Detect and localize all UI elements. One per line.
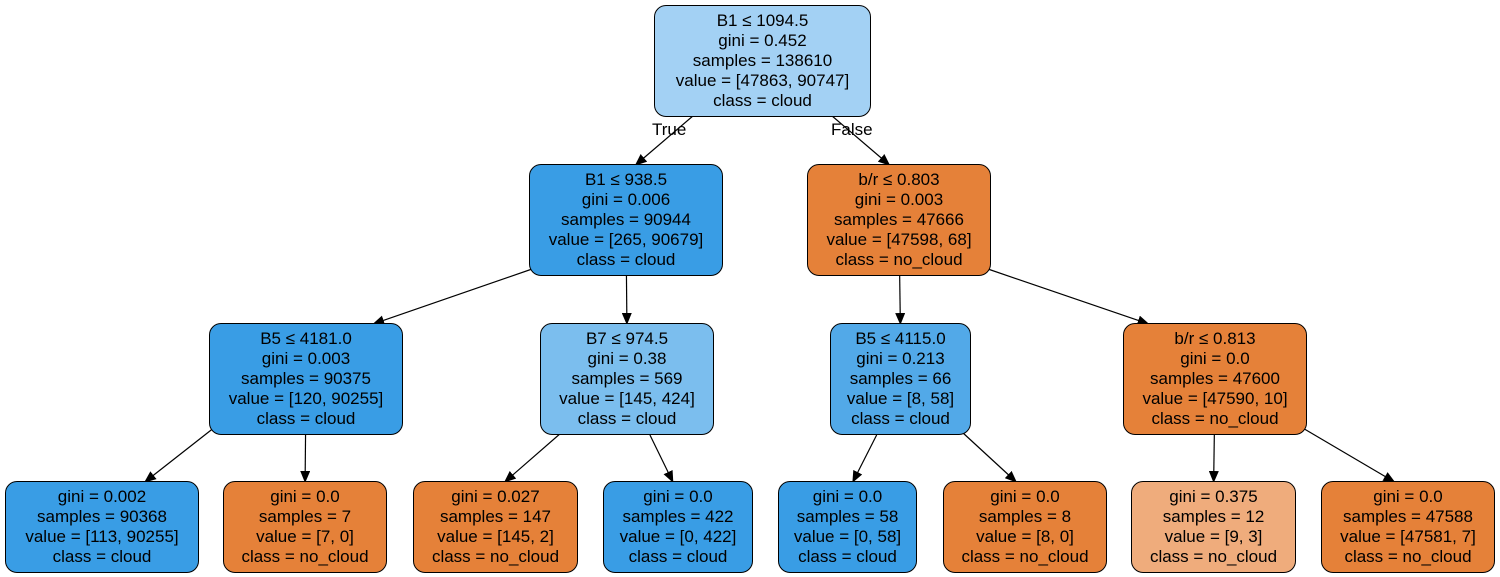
edge-n5-n11 <box>852 434 878 483</box>
node-split-text: B1 ≤ 1094.5 <box>716 11 809 30</box>
edge-n6-n14 <box>1300 426 1396 483</box>
node-samples-text: samples = 569 <box>571 369 683 388</box>
node-value-text: value = [9, 3] <box>1164 527 1263 546</box>
node-value-text: value = [265, 90679] <box>548 230 704 249</box>
node-gini-text: gini = 0.006 <box>581 190 671 209</box>
node-split-text: b/r ≤ 0.803 <box>858 170 940 189</box>
node-samples-text: samples = 90944 <box>561 210 691 229</box>
node-samples-text: samples = 7 <box>258 507 352 526</box>
node-gini-text: gini = 0.452 <box>718 31 807 50</box>
node-samples-text: samples = 47600 <box>1150 369 1280 388</box>
node-gini-text: gini = 0.0 <box>1373 487 1443 506</box>
node-class-text: class = cloud <box>256 409 356 428</box>
node-gini-text: gini = 0.027 <box>451 487 540 506</box>
node-samples-text: samples = 147 <box>439 507 552 526</box>
edge-n0-n1 <box>634 108 702 166</box>
node-class-text: class = cloud <box>851 409 950 428</box>
node-value-text: value = [47598, 68] <box>826 230 972 249</box>
node-samples-text: samples = 12 <box>1162 507 1265 526</box>
node-gini-text: gini = 0.0 <box>1180 349 1250 368</box>
node-split-text: B5 ≤ 4115.0 <box>855 329 946 348</box>
node-class-text: class = cloud <box>576 250 676 269</box>
edge-n1-n3 <box>372 267 536 326</box>
node-value-text: value = [8, 0] <box>976 527 1074 546</box>
node-gini-text: gini = 0.0 <box>270 487 340 506</box>
node-gini-text: gini = 0.213 <box>856 349 945 368</box>
node-value-text: value = [0, 58] <box>793 527 902 546</box>
node-split-text: b/r ≤ 0.813 <box>1174 329 1256 348</box>
node-value-text: value = [47590, 10] <box>1142 389 1288 408</box>
node-class-text: class = no_cloud <box>1149 547 1278 566</box>
node-samples-text: samples = 90368 <box>37 507 167 526</box>
node-class-text: class = no_cloud <box>241 547 369 566</box>
node-split-text: B7 ≤ 974.5 <box>585 329 669 348</box>
node-class-text: class = cloud <box>628 547 728 566</box>
node-split-text: B5 ≤ 4181.0 <box>260 329 352 348</box>
edge-n0-n2 <box>823 108 891 166</box>
node-class-text: class = cloud <box>713 91 812 110</box>
node-class-text: class = no_cloud <box>961 547 1089 566</box>
node-class-text: class = cloud <box>577 409 677 428</box>
edge-n3-n7 <box>144 426 216 483</box>
node-gini-text: gini = 0.0 <box>812 487 883 506</box>
node-class-text: class = cloud <box>798 547 897 566</box>
node-gini-text: gini = 0.003 <box>261 349 351 368</box>
edge-n2-n5 <box>895 275 906 325</box>
node-gini-text: gini = 0.375 <box>1169 487 1258 506</box>
node-value-text: value = [47581, 7] <box>1340 527 1476 546</box>
node-class-text: class = cloud <box>52 547 152 566</box>
edge-n6-n13 <box>1208 434 1219 483</box>
node-class-text: class = no_cloud <box>835 250 963 269</box>
node-gini-text: gini = 0.0 <box>990 487 1060 506</box>
node-value-text: value = [145, 424] <box>559 389 695 408</box>
edge-n4-n10 <box>649 434 674 483</box>
node-class-text: class = no_cloud <box>1344 547 1472 566</box>
edge-n5-n12 <box>956 426 1018 483</box>
edge-label-true: True <box>652 120 687 139</box>
node-samples-text: samples = 138610 <box>692 51 833 70</box>
node-samples-text: samples = 90375 <box>241 369 371 388</box>
node-gini-text: gini = 0.002 <box>57 487 147 506</box>
node-samples-text: samples = 422 <box>622 507 734 526</box>
edge-label-false: False <box>831 120 873 139</box>
node-split-text: B1 ≤ 938.5 <box>584 170 668 189</box>
node-value-text: value = [0, 422] <box>619 527 737 546</box>
node-samples-text: samples = 47666 <box>834 210 964 229</box>
node-value-text: value = [47863, 90747] <box>675 71 850 90</box>
node-class-text: class = no_cloud <box>1151 409 1279 428</box>
node-gini-text: gini = 0.38 <box>587 349 667 368</box>
node-gini-text: gini = 0.0 <box>643 487 713 506</box>
node-class-text: class = no_cloud <box>431 547 560 566</box>
node-value-text: value = [7, 0] <box>256 527 354 546</box>
node-gini-text: gini = 0.003 <box>854 190 944 209</box>
edge-n2-n6 <box>984 267 1150 326</box>
node-value-text: value = [113, 90255] <box>25 527 179 546</box>
node-value-text: value = [8, 58] <box>846 389 955 408</box>
node-samples-text: samples = 66 <box>849 369 952 388</box>
node-samples-text: samples = 8 <box>978 507 1072 526</box>
node-samples-text: samples = 58 <box>796 507 899 526</box>
node-value-text: value = [120, 90255] <box>228 389 384 408</box>
node-samples-text: samples = 47588 <box>1343 507 1473 526</box>
edge-n4-n9 <box>503 426 569 483</box>
node-value-text: value = [145, 2] <box>437 527 554 546</box>
